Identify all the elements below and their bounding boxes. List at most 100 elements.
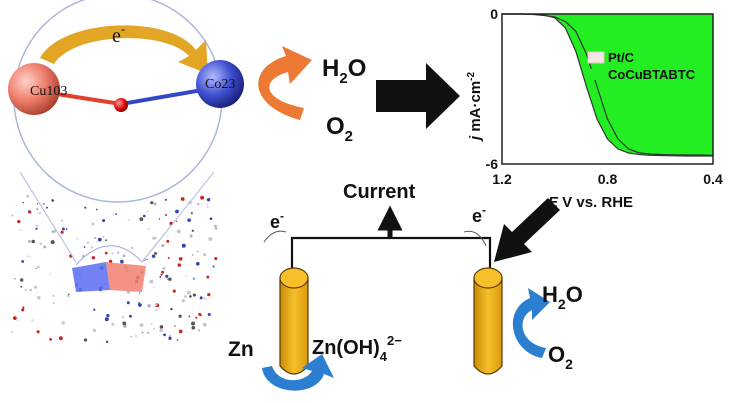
framework-atom-dot [93, 308, 96, 311]
framework-atom-dot [49, 338, 52, 341]
framework-atom-dot [27, 255, 29, 258]
framework-atom-dot [42, 202, 45, 206]
y-axis-label: j mA·cm-2 [466, 71, 484, 142]
framework-atom-dot [122, 254, 126, 258]
plot-to-cathode-arrow [494, 198, 560, 262]
framework-atom-dot [46, 206, 48, 209]
framework-atom-dot [202, 322, 207, 327]
framework-atom-dot [150, 201, 154, 205]
framework-atom-dot [141, 331, 144, 334]
framework-atom-dot [191, 229, 194, 232]
framework-core-arc [75, 245, 143, 266]
framework-atom-dot [167, 278, 169, 280]
framework-atom-dot [161, 243, 165, 248]
framework-atom-dot [168, 277, 172, 281]
orr-curved-arrow [258, 46, 312, 120]
framework-atom-dot [168, 336, 172, 340]
framework-atom-dot [49, 273, 51, 276]
zoom-line-left [19, 171, 77, 263]
cathode-orr-arrow [512, 288, 550, 358]
co-atom [196, 60, 244, 108]
framework-atom-dot [33, 285, 38, 289]
molecule-zoom: e- Cu103 Co23 [8, 0, 244, 344]
framework-atom-dot [111, 322, 115, 326]
zincate-label: Zn(OH)42− [312, 333, 402, 364]
framework-atom-dot [96, 241, 98, 244]
framework-atom-dot [91, 224, 93, 226]
framework-atom-dot [151, 254, 156, 258]
electron-label: e- [112, 21, 125, 47]
framework-atom-dot [150, 322, 153, 325]
framework-atom-dot [76, 238, 78, 240]
framework-atom-dot [196, 250, 199, 253]
framework-atom-dot [191, 321, 195, 326]
framework-atom-dot [20, 278, 24, 282]
framework-atom-dot [197, 202, 200, 206]
framework-atom-dot [102, 235, 105, 238]
framework-atom-dot [35, 267, 37, 269]
framework-atom-dot [59, 336, 63, 341]
framework-atom-dot [174, 325, 176, 327]
y-tick-label: -6 [486, 156, 499, 172]
framework-atom-dot [192, 293, 196, 297]
framework-atom-dot [11, 214, 14, 217]
framework-atom-dot [35, 227, 38, 230]
framework-atom-dot [160, 273, 163, 276]
framework-atom-dot [146, 210, 149, 212]
framework-atom-dot [206, 275, 210, 279]
framework-atom-dot [203, 297, 206, 300]
framework-atom-dot [190, 212, 193, 215]
framework-atom-dot [61, 321, 65, 325]
framework-atom-dot [146, 258, 148, 261]
framework-atom-dot [146, 331, 150, 335]
framework-atom-dot [86, 241, 89, 244]
framework-atom-dot [162, 266, 166, 270]
framework-atom-dot [178, 314, 182, 318]
framework-atom-dot [121, 315, 125, 319]
framework-atom-dot [177, 263, 182, 267]
framework-atom-dot [52, 199, 55, 202]
legend-swatch-0 [587, 51, 605, 64]
framework-atom-dot [122, 321, 127, 326]
cathode-product-label: H2O [542, 282, 583, 312]
framework-atom-dot [166, 239, 170, 243]
framework-atom-dot [163, 333, 167, 337]
framework-atom-dot [36, 295, 41, 300]
framework-atom-dot [139, 292, 141, 294]
y-tick-label: 0 [490, 6, 498, 22]
framework-atom-dot [111, 252, 114, 255]
framework-atom-dot [36, 330, 40, 334]
framework-atom-dot [90, 246, 93, 249]
legend-swatch-1 [588, 69, 604, 80]
framework-atom-dot [120, 259, 124, 264]
framework-atom-dot [165, 274, 169, 278]
framework-atom-dot [159, 275, 162, 278]
framework-atom-dot [128, 314, 132, 318]
current-label: Current [343, 181, 416, 203]
framework-atom-dot [147, 304, 151, 308]
framework-atom-dot [84, 206, 87, 209]
framework-atom-dot [106, 313, 110, 318]
framework-atom-dot [130, 335, 133, 338]
o-atom [114, 98, 128, 112]
framework-atom-dot [189, 295, 192, 298]
orr-cycle: H2O O2 [258, 46, 366, 145]
framework-atom-dot [52, 294, 55, 297]
framework-atom-dot [22, 306, 25, 309]
framework-atom-dot [164, 213, 168, 217]
framework-atom-dot [139, 323, 144, 327]
framework-atom-dot [167, 257, 170, 260]
legend-label-0: Pt/C [608, 50, 635, 65]
external-circuit-wire [290, 236, 492, 270]
framework-core-blue [72, 262, 110, 292]
framework-atom-dot [14, 278, 16, 280]
framework-atom-dot [135, 335, 137, 337]
framework-atom-dot [143, 214, 146, 218]
framework-atom-dot [95, 208, 98, 211]
framework-atom-dot [29, 288, 32, 292]
framework-atom-dot [108, 259, 113, 264]
framework-atom-dot [37, 203, 39, 205]
zinc-anode-face [279, 267, 309, 289]
